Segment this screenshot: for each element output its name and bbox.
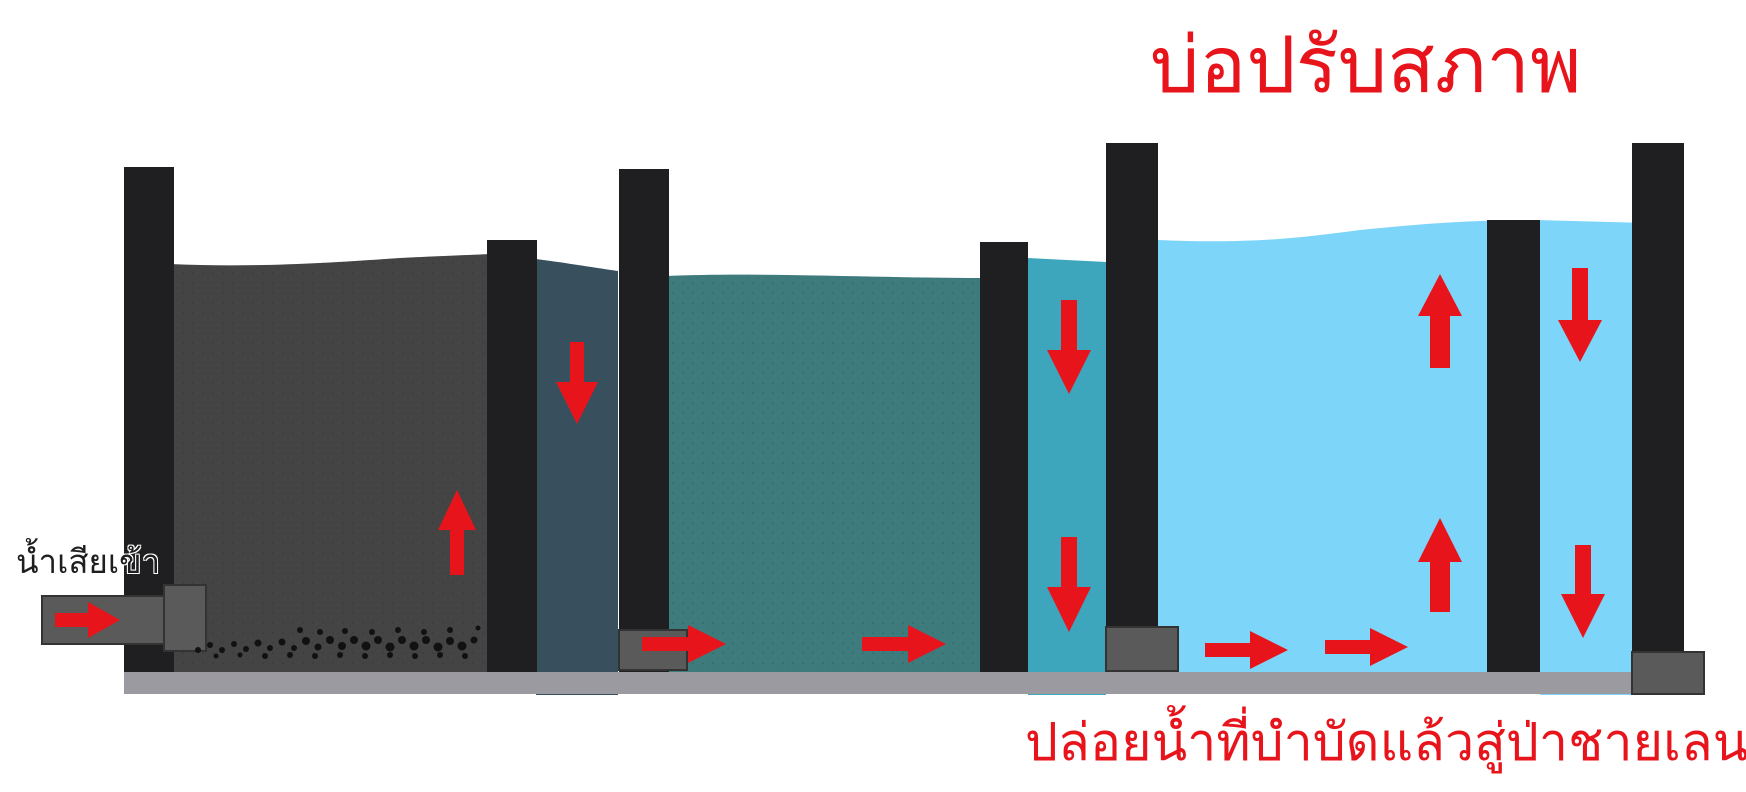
flow-arrows bbox=[55, 268, 1605, 669]
flow-arrow-right-tank2-b-icon bbox=[862, 625, 946, 663]
flow-arrow-down-channel1-icon bbox=[556, 342, 598, 424]
flow-arrow-right-tank2-a-icon bbox=[642, 625, 726, 663]
wall-3 bbox=[619, 169, 669, 672]
tank-2-texture bbox=[666, 274, 980, 672]
channel-2-water bbox=[1028, 258, 1106, 695]
flow-arrow-up-tank3-upper-icon bbox=[1418, 274, 1462, 368]
flow-arrow-right-inlet-icon bbox=[55, 602, 120, 638]
tank-floor bbox=[124, 672, 1704, 694]
wall-4 bbox=[980, 242, 1028, 672]
pipe-outlet-icon bbox=[1631, 651, 1705, 695]
title-label: บ่อปรับสภาพ bbox=[1150, 21, 1582, 111]
tank-3-water bbox=[1158, 220, 1684, 695]
flow-arrow-right-tank3-a-icon bbox=[1205, 631, 1288, 669]
outlet-label: ปล่อยน้ำที่บำบัดแล้วสู่ป่าชายเลน bbox=[1025, 713, 1746, 773]
flow-arrow-up-tank3-lower-icon bbox=[1418, 518, 1462, 612]
flow-arrow-down-channel2-upper-icon bbox=[1047, 300, 1091, 394]
wall-2 bbox=[487, 240, 537, 672]
wall-6 bbox=[1487, 220, 1540, 672]
channel-1-water bbox=[536, 259, 618, 695]
tank-1-texture bbox=[170, 254, 490, 672]
flow-arrow-right-tank3-b-icon bbox=[1325, 628, 1408, 666]
inlet-label: น้ำเสียเข้า bbox=[16, 542, 161, 581]
flow-arrow-up-tank1-icon bbox=[438, 490, 476, 575]
flow-arrow-down-tank3-right-upper-icon bbox=[1558, 268, 1602, 362]
pipe-tank3-icon bbox=[1105, 626, 1179, 672]
flow-arrow-down-tank3-right-lower-icon bbox=[1561, 545, 1605, 638]
wall-5 bbox=[1106, 143, 1158, 629]
flow-arrow-down-channel2-lower-icon bbox=[1047, 537, 1091, 632]
sludge-particles-icon bbox=[195, 625, 481, 659]
wall-7 bbox=[1632, 143, 1684, 653]
